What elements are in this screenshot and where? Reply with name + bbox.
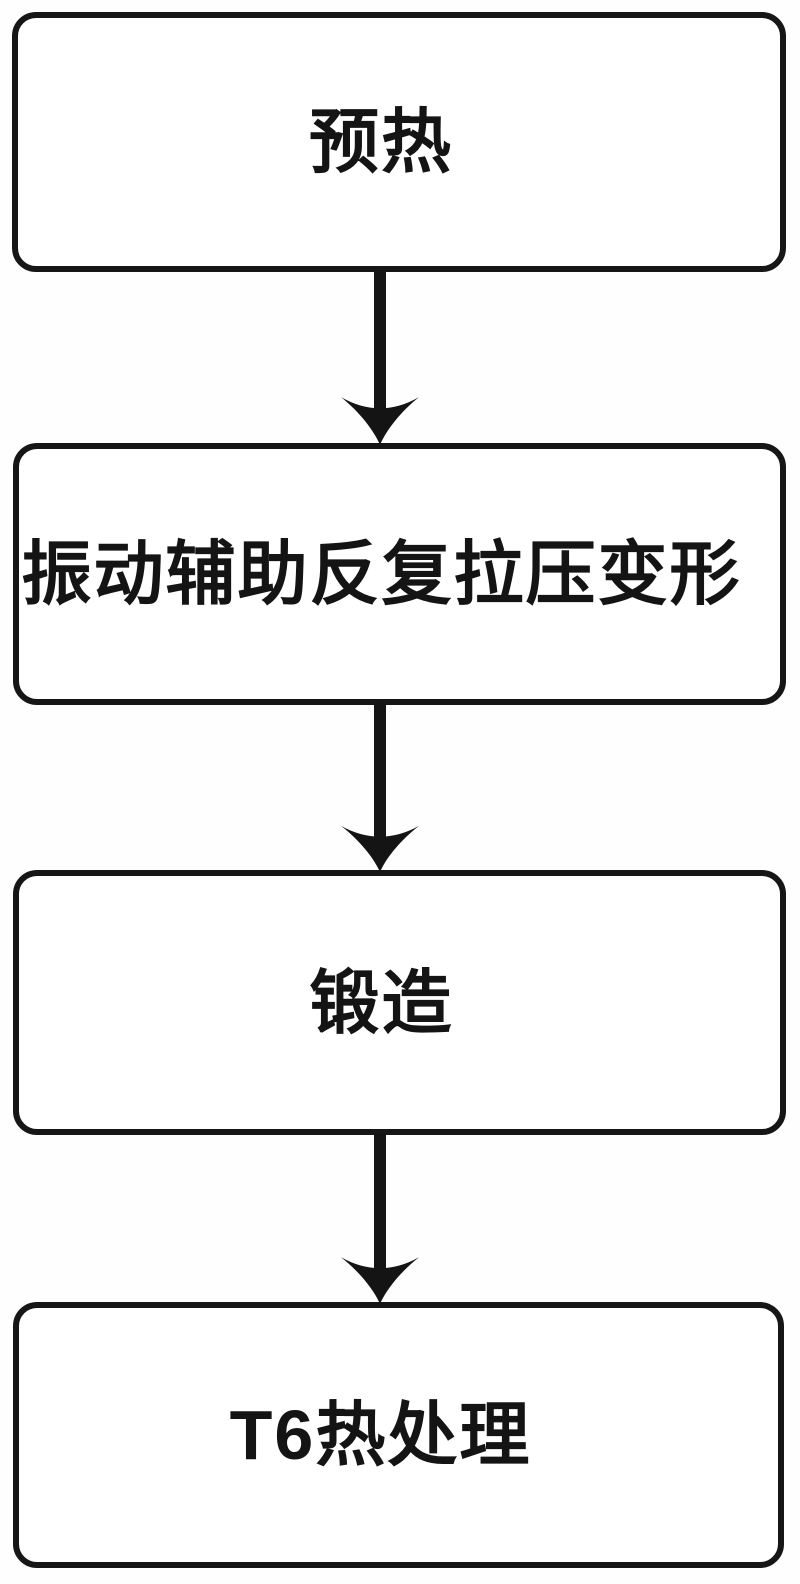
- flow-step-forging-label: 锻造: [309, 963, 454, 1042]
- flow-step-vibration-assisted-deformation: 振动辅助反复拉压变形: [13, 443, 786, 705]
- down-arrow-icon: [338, 270, 422, 445]
- flow-step-t6-heat-treatment: T6热处理: [13, 1302, 784, 1568]
- flow-step-t6-heat-treatment-label: T6热处理: [229, 1396, 532, 1474]
- down-arrow-icon: [338, 1133, 422, 1304]
- down-arrow-icon: [338, 703, 422, 872]
- flow-step-vibration-assisted-deformation-label: 振动辅助反复拉压变形: [21, 535, 742, 613]
- flow-step-preheat-label: 预热: [309, 103, 453, 181]
- flow-step-preheat: 预热: [12, 12, 786, 272]
- flow-step-forging: 锻造: [13, 870, 786, 1135]
